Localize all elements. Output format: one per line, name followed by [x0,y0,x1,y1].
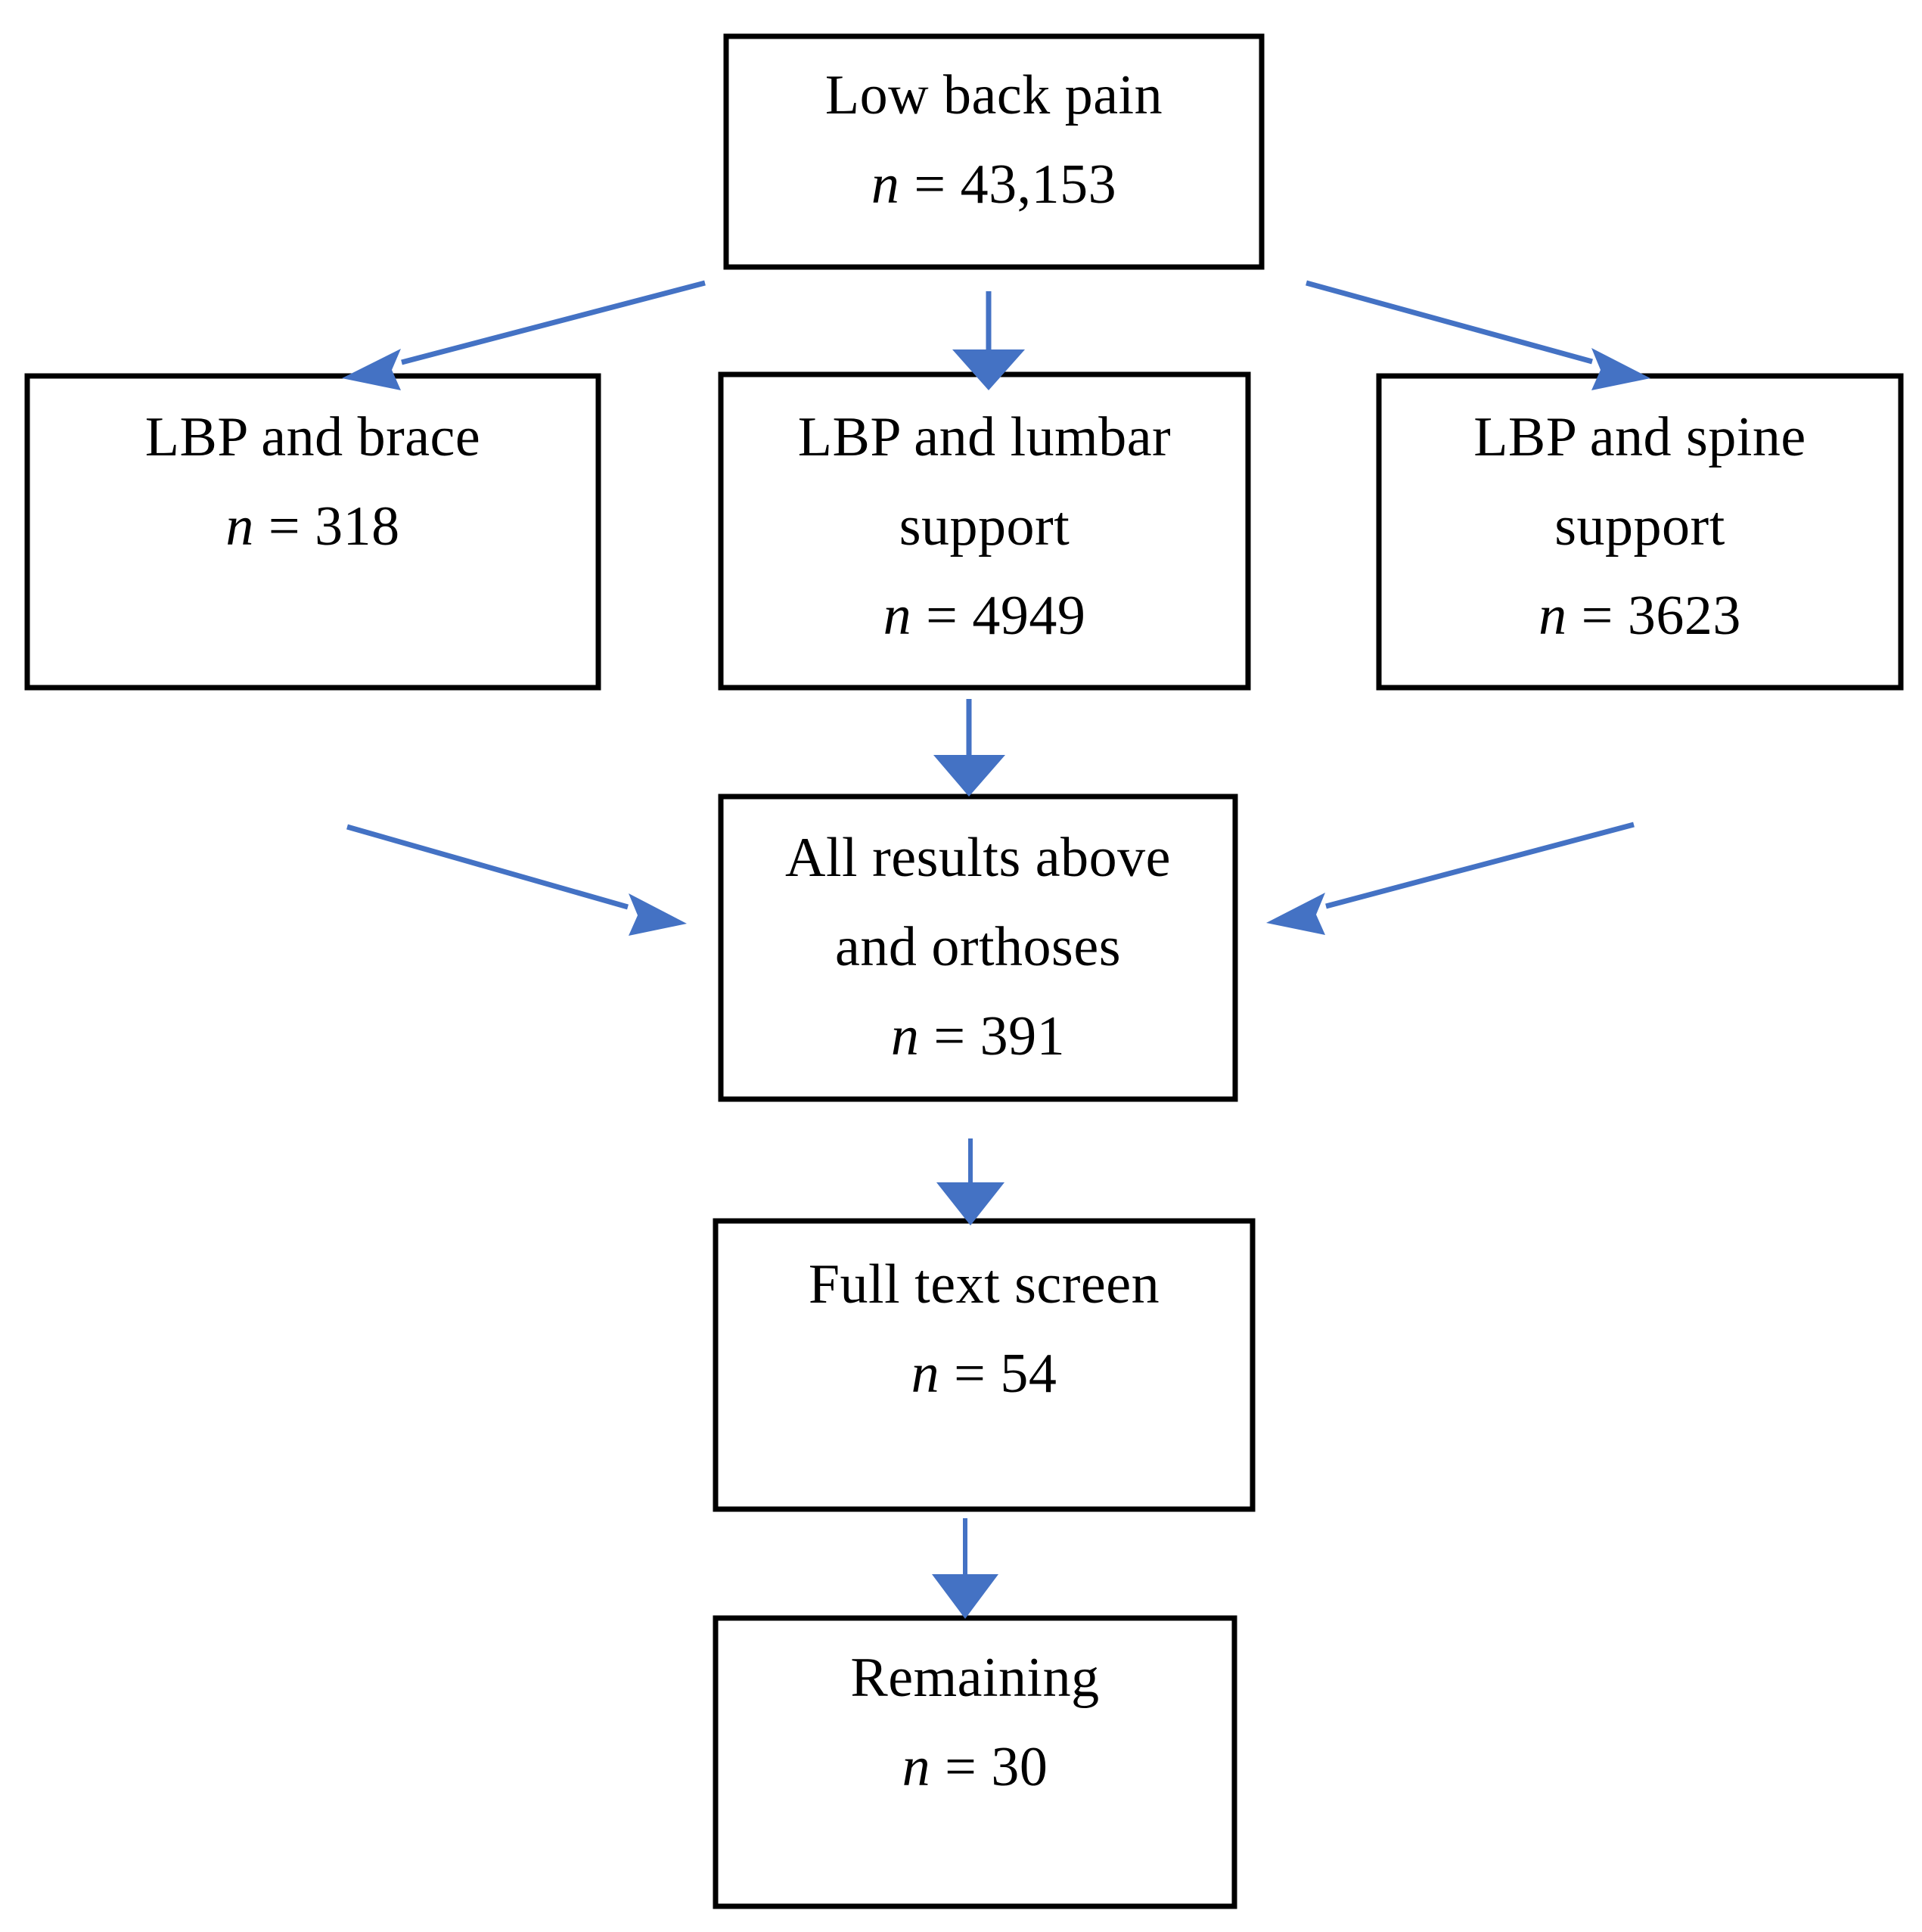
edge-spine-to-all-results [1266,822,1635,935]
node-box-low-back-pain [723,33,1265,270]
node-box-full-text-screen [713,1218,1256,1512]
edge-lbp-to-spine [1306,280,1650,390]
edge-full-text-to-remaining [932,1518,998,1619]
edge-lbp-to-brace [342,280,706,390]
node-box-lbp-and-lumbar-support [718,371,1251,691]
node-box-lbp-and-brace [24,373,601,691]
node-box-lbp-and-spine-support [1376,373,1904,691]
edge-lbp-to-lumbar [952,291,1025,390]
node-box-all-results-above-and-orthoses [718,794,1238,1102]
edge-all-results-to-full-text [936,1138,1004,1225]
edge-brace-to-all-results [346,824,687,936]
edge-lumbar-to-all-results [933,699,1005,797]
node-box-remaining [713,1615,1237,1909]
